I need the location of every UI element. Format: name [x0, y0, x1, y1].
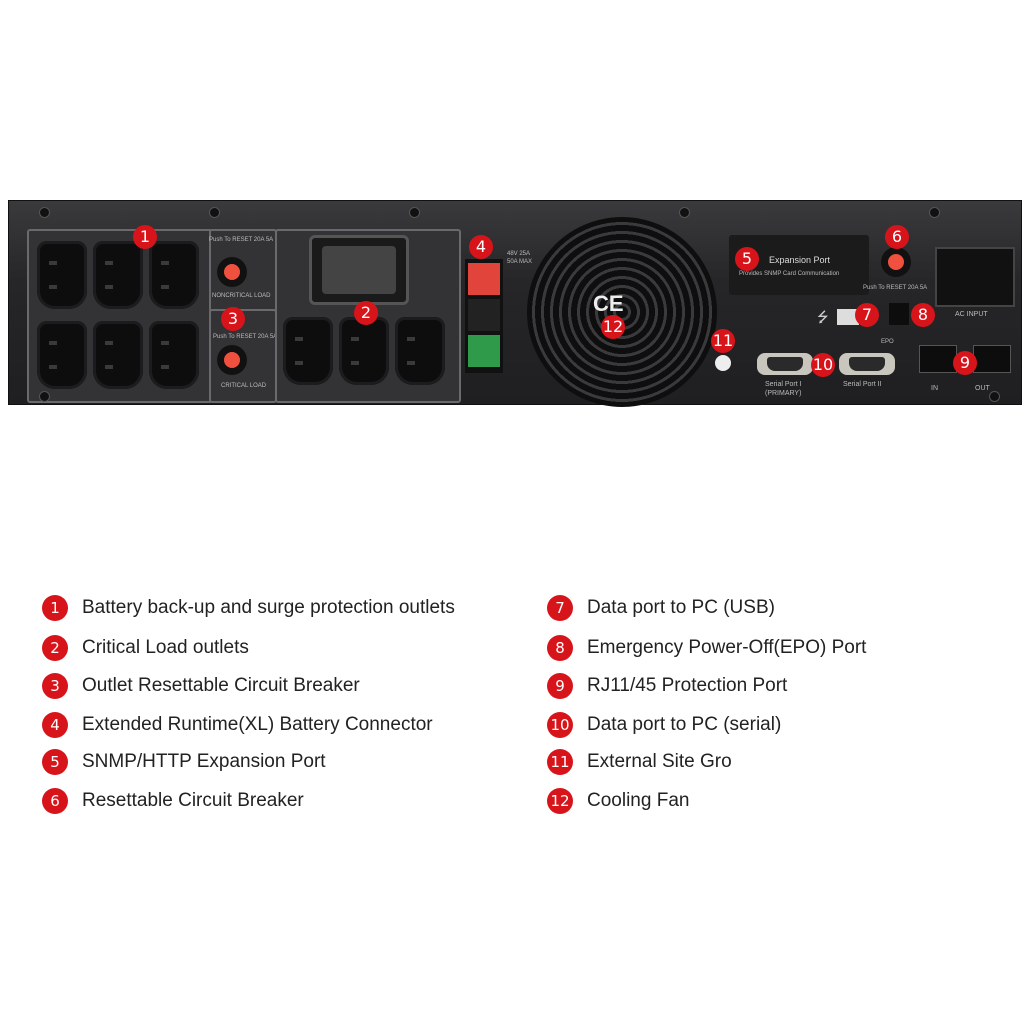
- outlet: [37, 241, 87, 309]
- callout-12: 12: [601, 315, 625, 339]
- battery-rating: 48V 25A: [507, 251, 531, 257]
- battery-rating-max: 50A MAX: [507, 259, 533, 265]
- serial-port-1[interactable]: [757, 353, 813, 375]
- ground-terminal[interactable]: [715, 355, 731, 371]
- rj-in-port[interactable]: [919, 345, 957, 373]
- callout-2: 2: [354, 301, 378, 325]
- breaker-label: Push To RESET 20A 5A: [209, 237, 274, 243]
- screw: [989, 391, 1000, 402]
- usb-port[interactable]: [837, 309, 859, 325]
- callout-6: 6: [885, 225, 909, 249]
- screw: [929, 207, 940, 218]
- expansion-sub: Provides SNMP Card Communication: [739, 271, 840, 277]
- circuit-breaker-button[interactable]: [881, 247, 911, 277]
- noncritical-load-label: NONCRITICAL LOAD: [212, 293, 271, 299]
- ups-rear-panel: 1 Push To RESET 20A 5A NONCRITICAL LOAD …: [8, 200, 1022, 407]
- callout-3: 3: [221, 307, 245, 331]
- battery-connector: [465, 259, 503, 373]
- callout-5: 5: [735, 247, 759, 271]
- callout-11: 11: [711, 329, 735, 353]
- screw: [39, 391, 50, 402]
- breaker-label: Push To RESET 20A 5A: [213, 334, 278, 340]
- ac-input-label: AC INPUT: [955, 311, 988, 318]
- screw: [39, 207, 50, 218]
- rj-out-label: OUT: [975, 385, 990, 392]
- screw: [209, 207, 220, 218]
- rj-in-label: IN: [931, 385, 938, 392]
- callout-4: 4: [469, 235, 493, 259]
- epo-label: EPO: [881, 339, 894, 345]
- callout-7: 7: [855, 303, 879, 327]
- serial-port-2[interactable]: [839, 353, 895, 375]
- screw: [409, 207, 420, 218]
- callout-8: 8: [911, 303, 935, 327]
- usb-icon: ⭍: [817, 309, 829, 325]
- outlet: [395, 317, 445, 385]
- callout-10: 10: [811, 353, 835, 377]
- noncritical-breaker-button[interactable]: [217, 257, 247, 287]
- callout-9: 9: [953, 351, 977, 375]
- cooling-fan: [527, 217, 717, 407]
- ce-mark: CE: [593, 291, 624, 316]
- serial-port-1-label: Serial Port I: [765, 381, 802, 388]
- breaker-label: Push To RESET 20A 5A: [863, 285, 928, 291]
- epo-port[interactable]: [889, 303, 909, 325]
- rj-out-port[interactable]: [973, 345, 1011, 373]
- outlet: [93, 321, 143, 389]
- outlet: [283, 317, 333, 385]
- critical-load-label: CRITICAL LOAD: [221, 383, 267, 389]
- expansion-title: Expansion Port: [769, 255, 831, 265]
- outlet: [149, 241, 199, 309]
- critical-breaker-button[interactable]: [217, 345, 247, 375]
- serial-port-1-sub: (PRIMARY): [765, 390, 802, 397]
- outlet: [149, 321, 199, 389]
- screw: [679, 207, 690, 218]
- outlet: [339, 317, 389, 385]
- outlet: [93, 241, 143, 309]
- serial-port-2-label: Serial Port II: [843, 381, 882, 388]
- ac-input-socket: [935, 247, 1015, 307]
- outlet: [37, 321, 87, 389]
- c19-outlet: [309, 235, 409, 305]
- callout-1: 1: [133, 225, 157, 249]
